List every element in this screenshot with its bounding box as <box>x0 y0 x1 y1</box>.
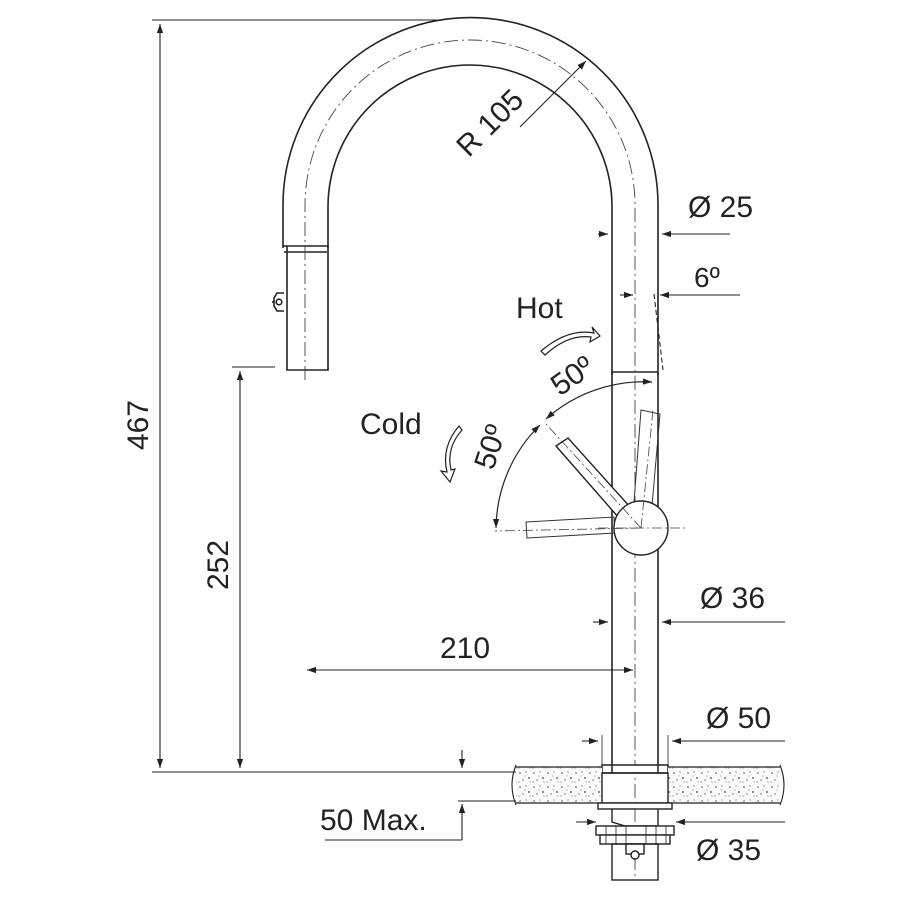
lever-angle-arcs <box>492 378 653 529</box>
fixing-assembly <box>595 772 675 881</box>
cold-rotation-arrow <box>439 425 463 484</box>
tilt-angle-label: 6º <box>694 262 720 293</box>
spout-inner-edge <box>327 64 613 375</box>
body-diameter-label: Ø 36 <box>700 582 765 615</box>
lever-angle-ray-cold <box>494 527 642 532</box>
spout-centerline <box>304 39 636 880</box>
lever-ghost-hot <box>633 409 661 507</box>
lever-angle-ray-mid <box>545 423 642 529</box>
cold-label: Cold <box>360 408 422 441</box>
spray-head <box>283 245 329 371</box>
lever-main <box>554 437 633 519</box>
lever-ghost-cold <box>525 516 616 539</box>
cold-angle-label: 50º <box>468 421 513 473</box>
spout-outer-edge <box>282 16 659 375</box>
fixing-diameter-label: Ø 35 <box>696 834 761 867</box>
hot-angle-label: 50º <box>545 350 600 402</box>
cold-angle-arc <box>492 424 541 529</box>
hot-rotation-arrow <box>540 326 601 356</box>
dim-line-radius <box>519 60 587 128</box>
radius-label: R 105 <box>450 83 530 163</box>
countertop <box>511 764 785 806</box>
reach-label: 210 <box>440 632 490 665</box>
max-thickness-label: 50 Max. <box>320 804 427 837</box>
hot-label: Hot <box>516 292 563 325</box>
faucet-outline <box>272 16 659 765</box>
base-diameter-label: Ø 50 <box>706 702 771 735</box>
lever-angle-ray-hot <box>640 409 654 529</box>
base-flange <box>601 764 669 774</box>
spout-height-label: 252 <box>202 540 235 590</box>
dimension-lines <box>152 19 785 841</box>
total-height-label: 467 <box>122 400 155 450</box>
hot-angle-arc <box>545 378 653 420</box>
spout-diameter-label: Ø 25 <box>688 191 753 224</box>
lever-assembly <box>525 409 688 556</box>
